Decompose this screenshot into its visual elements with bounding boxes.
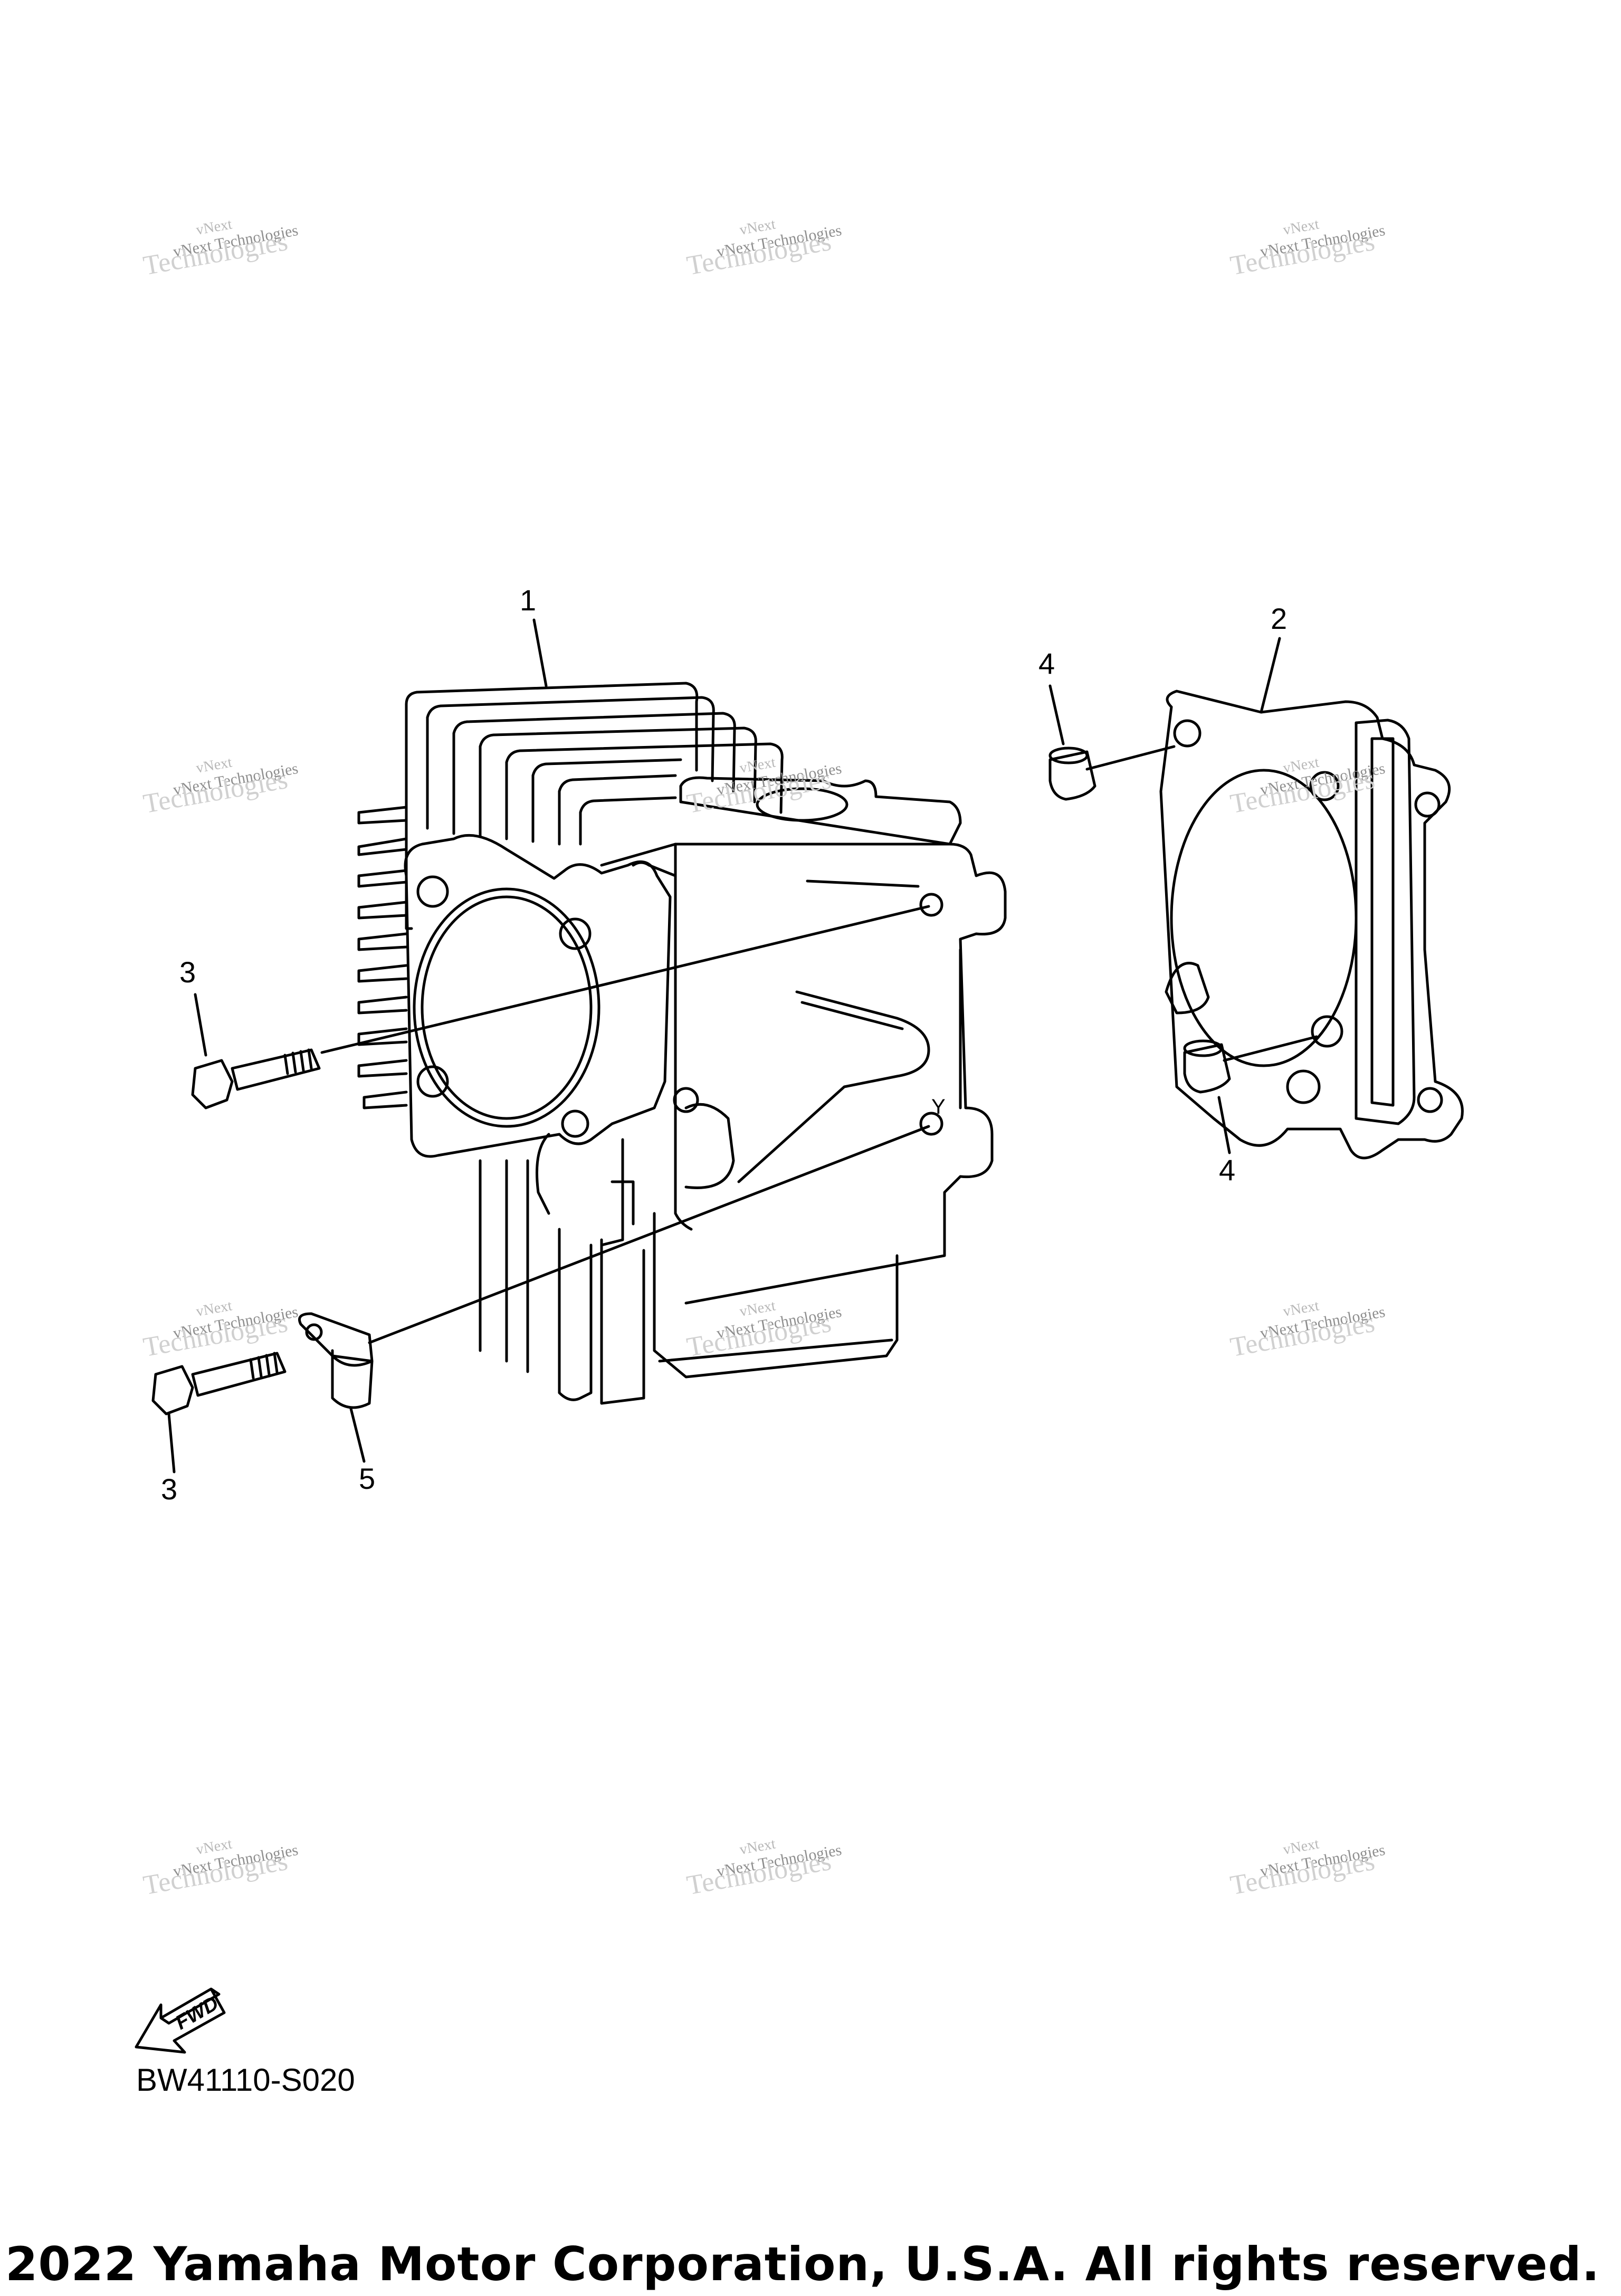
bolt-lower [151, 1125, 930, 1415]
leader-1 [532, 618, 548, 687]
leader-4b [1217, 1096, 1231, 1154]
callout-5: 5 [359, 1462, 376, 1495]
callout-4-upper: 4 [1038, 647, 1055, 680]
leader-3a [194, 993, 207, 1057]
callout-1: 1 [520, 583, 537, 617]
callout-3-lower: 3 [161, 1472, 178, 1506]
leader-5 [349, 1407, 366, 1463]
cylinder-gasket-part [1159, 690, 1464, 1160]
callout-4-lower: 4 [1219, 1153, 1236, 1187]
cylinder-marking: Y [931, 1095, 946, 1118]
clamp-part [298, 1312, 374, 1409]
callout-2: 2 [1271, 602, 1288, 635]
copyright-notice: ©2022 Yamaha Motor Corporation, U.S.A. A… [0, 2237, 1600, 2291]
leader-2 [1260, 637, 1281, 714]
leader-4a [1048, 684, 1065, 745]
callout-3-upper: 3 [179, 955, 196, 989]
leader-3b [167, 1412, 176, 1474]
diagram-code: BW41110-S020 [136, 2062, 355, 2098]
dowel-pin-upper [1048, 745, 1176, 801]
cylinder-part [357, 682, 1007, 1405]
forward-arrow-icon: FWD [135, 1987, 226, 2054]
bolt-upper [191, 905, 930, 1109]
dowel-pin-lower [1183, 1035, 1318, 1094]
